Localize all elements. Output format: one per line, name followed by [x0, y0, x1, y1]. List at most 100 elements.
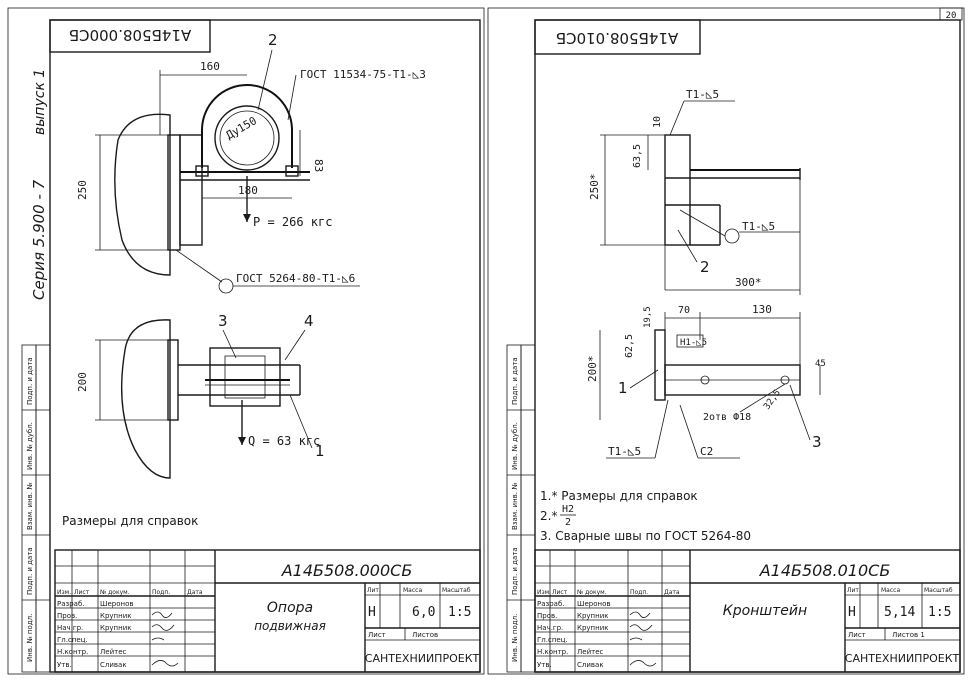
right-sheets-label: Листов 1: [892, 631, 925, 639]
left-sheet-border: [7, 7, 485, 675]
left-row-6-role: Утв.: [57, 661, 72, 669]
right-row-6-name: Сливак: [577, 661, 604, 669]
right-side-view: 10 63,5 250* Т1-◺5 Т1-◺5 2 300*: [588, 88, 801, 295]
right-row-1-role: Разраб.: [537, 600, 565, 608]
right-drawing-frame: [534, 19, 961, 673]
left-side-issue: выпуск 1: [32, 69, 48, 135]
left-row-0-c2: № докум.: [100, 589, 130, 596]
right-c2: С2: [700, 445, 713, 458]
right-weld-top: Т1-◺5: [686, 88, 719, 101]
right-row-0-c2: № докум.: [577, 589, 607, 596]
right-row-5-name: Лейтес: [577, 648, 604, 656]
left-dim-83: 83: [312, 159, 325, 172]
left-callout-2: 2: [268, 31, 278, 49]
right-row-2-name: Крупник: [577, 612, 609, 620]
left-scale-label: Масштаб: [442, 587, 471, 594]
left-pipe-inner: [219, 110, 275, 166]
left-pipe-outer: [214, 105, 280, 171]
left-lit-label: Лит.: [367, 587, 381, 594]
left-scale-value: 1:5: [448, 605, 471, 620]
left-lit-value: Н: [368, 605, 376, 620]
right-weld-bottom: Т1-◺5: [608, 445, 641, 458]
right-stamp-4: Подп. и дата: [511, 357, 519, 405]
right-dim-200: 200*: [586, 356, 599, 383]
right-row-0-c3: Подп.: [630, 589, 648, 596]
left-load-p: Р = 266 кгс: [253, 215, 332, 229]
left-row-2-name: Крупник: [100, 612, 132, 620]
right-callout-2: 2: [700, 258, 710, 276]
right-dim-70: 70: [678, 305, 690, 316]
left-dim-250: 250: [76, 180, 89, 200]
left-top-view: 160 2 ГОСТ 11534-75-Т1-◺3 Ду150 83 250 1…: [76, 31, 426, 294]
left-gost-bottom: ГОСТ 5264-80-Т1-◺6: [236, 272, 355, 285]
right-weld-n: Н1-◺5: [680, 338, 707, 348]
right-row-2-role: Пров.: [537, 612, 557, 620]
right-stamp-2: Взам. инв. №: [511, 482, 519, 530]
left-side-stamp-strip: Инв. № подл. Подп. и дата Взам. инв. № И…: [21, 344, 51, 673]
right-note-2-den: 2: [565, 517, 571, 528]
left-wall-hatched: [114, 113, 171, 276]
left-title-code: А14Б508.000СБ: [281, 561, 413, 580]
left-row-5-name: Лейтес: [100, 648, 127, 656]
left-top-code-box: А14Б508.000СБ: [49, 19, 211, 53]
left-sheets-label: Листов: [412, 631, 438, 639]
left-row-0-c3: Подп.: [152, 589, 170, 596]
right-stamp-0: Инв. № подл.: [511, 614, 519, 662]
right-org: САНТЕХНИИПРОЕКТ: [845, 652, 960, 665]
left-row-5-role: Н.контр.: [57, 648, 88, 656]
right-row-1-name: Шеронов: [577, 600, 611, 608]
right-dim-10: 10: [652, 116, 663, 128]
left-stamp-1: Подп. и дата: [26, 547, 34, 595]
right-stamp-3: Инв. № дубл.: [511, 422, 519, 470]
right-note-2-num: Н2: [562, 504, 574, 515]
right-note-1: 1.* Размеры для справок: [540, 489, 698, 503]
left-callout-1: 1: [315, 442, 325, 460]
right-dim-250: 250*: [588, 174, 601, 201]
left-callout-4: 4: [304, 312, 314, 330]
right-dim-62-5: 62,5: [624, 334, 635, 358]
right-holes: 2отв Ф18: [703, 412, 751, 423]
right-top-code-box: А14Б508.010СБ: [534, 19, 701, 55]
right-plan-view: 70 130 19,5 Н1-◺5 62,5 200* 45 1 2отв Ф1…: [586, 303, 826, 459]
left-stamp-4: Подп. и дата: [26, 357, 34, 405]
right-dim-300: 300*: [735, 276, 762, 289]
left-signatures: [151, 611, 179, 667]
left-row-3-name: Крупник: [100, 624, 132, 632]
right-sheet-border: [487, 7, 965, 675]
left-note: Размеры для справок: [62, 514, 198, 528]
right-row-4-role: Гл.спец.: [537, 636, 568, 644]
right-callout-3: 3: [812, 433, 822, 451]
left-plan-wall: [120, 319, 171, 479]
left-row-1-role: Разраб.: [57, 600, 85, 608]
left-plan-view: 200 3 4 Q = 63 кгс 1: [76, 312, 325, 479]
left-stamp-3: Инв. № дубл.: [26, 422, 34, 470]
right-stamp-1: Подп. и дата: [511, 547, 519, 595]
right-dim-32-5: 32,5: [762, 388, 783, 412]
right-row-0-c1: Лист: [552, 589, 568, 596]
right-sheet: 20 А14Б508.010СБ Инв. № подл. Подп. и да…: [487, 7, 965, 675]
right-row-3-role: Нач.гр.: [537, 624, 563, 632]
right-mass-value: 5,14: [884, 605, 915, 620]
left-row-3-role: Нач.гр.: [57, 624, 83, 632]
left-dim-180: 180: [238, 184, 258, 197]
right-scale-value: 1:5: [928, 605, 951, 620]
left-load-q: Q = 63 кгс: [248, 434, 320, 448]
left-row-0-c4: Дата: [187, 589, 203, 596]
left-side-series: Серия 5.900 - 7: [30, 179, 48, 300]
left-row-4-role: Гл.спец.: [57, 636, 88, 644]
right-row-0-c0: Изм.: [537, 589, 551, 596]
right-signatures: [629, 611, 657, 667]
left-stamp-2: Взам. инв. №: [26, 482, 34, 530]
right-row-0-c4: Дата: [664, 589, 680, 596]
right-top-code: А14Б508.010СБ: [556, 29, 678, 47]
right-row-5-role: Н.контр.: [537, 648, 568, 656]
left-row-1-name: Шеронов: [100, 600, 134, 608]
left-row-6-name: Сливак: [100, 661, 127, 669]
right-notes: 1.* Размеры для справок 2.* Н2 2 3. Свар…: [540, 489, 751, 543]
right-title-name: Кронштейн: [723, 603, 807, 619]
left-title-block: А14Б508.000СБ Опора подвижная Лит. Масса…: [54, 549, 481, 673]
left-dim-200: 200: [76, 372, 89, 392]
right-lit-value: Н: [848, 605, 856, 620]
left-stamp-0: Инв. № подл.: [26, 614, 34, 662]
